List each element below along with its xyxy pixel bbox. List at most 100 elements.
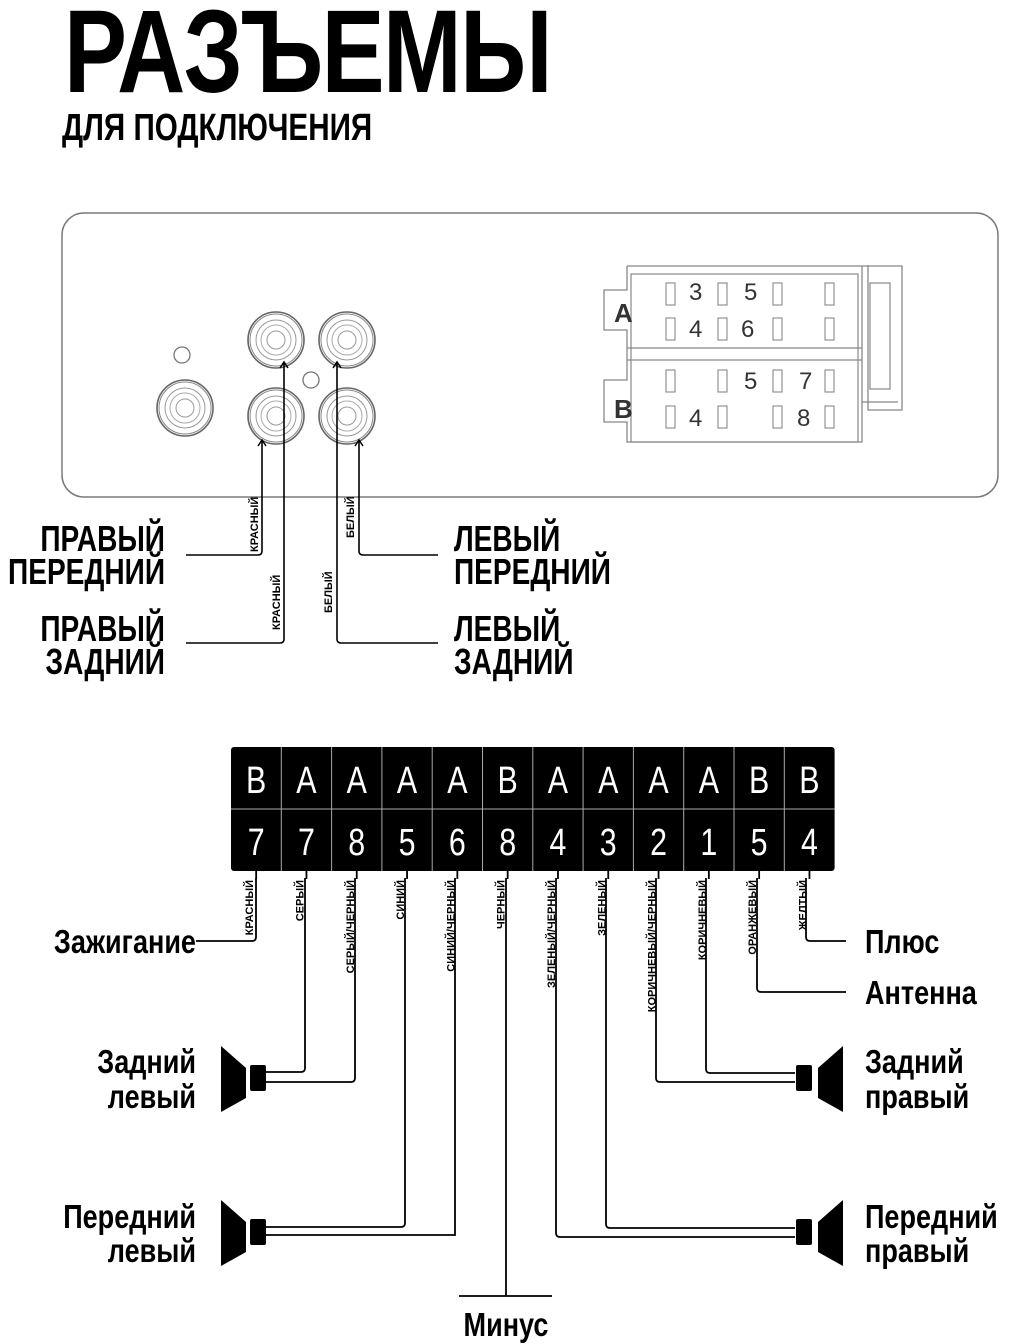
rca-jacks bbox=[156, 311, 376, 445]
rca-ring bbox=[249, 313, 303, 367]
rca-ring bbox=[255, 395, 297, 437]
label-left-rear-2: ЗАДНИЙ bbox=[454, 642, 574, 682]
label-left-front-1: ЛЕВЫЙ bbox=[454, 519, 560, 559]
speaker-magnet bbox=[796, 1065, 812, 1091]
iso-connector: A B 3 5 4 6 5 7 4 8 bbox=[603, 265, 903, 443]
rca-ring bbox=[156, 379, 214, 437]
pin-number: 3 bbox=[600, 822, 617, 864]
row-b-label: B bbox=[614, 394, 633, 424]
label-left-rear-1: ЛЕВЫЙ bbox=[454, 609, 560, 649]
pin-number: 4 bbox=[689, 405, 702, 432]
pin-slot bbox=[772, 405, 783, 429]
pin-number: 7 bbox=[248, 822, 265, 864]
rca-ring bbox=[337, 406, 357, 426]
rca-arrowheads bbox=[257, 360, 364, 447]
wire-label-white: БЕЛЫЙ bbox=[322, 571, 335, 613]
panel-hole bbox=[302, 371, 320, 389]
pin-slot bbox=[824, 405, 835, 429]
label-rear-right-1: Задний bbox=[865, 1045, 964, 1081]
rca-jack bbox=[247, 387, 305, 445]
pin-number: 3 bbox=[689, 279, 702, 306]
wire-routes bbox=[196, 878, 846, 1297]
row-a-label: A bbox=[614, 298, 633, 328]
wire-label-red: КРАСНЫЙ bbox=[248, 497, 261, 552]
pin-row-letter: A bbox=[699, 760, 719, 802]
rca-ring bbox=[337, 330, 357, 350]
pin-number: 4 bbox=[801, 822, 818, 864]
arrowhead bbox=[257, 438, 267, 447]
pin-number: 5 bbox=[751, 822, 768, 864]
pin-slot bbox=[824, 369, 835, 393]
rca-ring bbox=[326, 395, 368, 437]
label-front-right-1: Передний bbox=[865, 1200, 998, 1236]
page-subtitle: ДЛЯ ПОДКЛЮЧЕНИЯ bbox=[62, 107, 373, 149]
pin-slot bbox=[665, 369, 676, 393]
label-ignition: Зажигание bbox=[54, 925, 196, 961]
wire-color-label: СИНИЙ bbox=[394, 880, 407, 920]
route-ignition bbox=[196, 878, 257, 942]
rca-ring bbox=[331, 400, 363, 432]
rca-jack bbox=[247, 311, 305, 369]
pin-number: 5 bbox=[744, 368, 757, 395]
wire-label-red: КРАСНЫЙ bbox=[270, 575, 283, 630]
speaker-front-right bbox=[796, 1200, 843, 1266]
route-front-right-plus bbox=[605, 878, 795, 1229]
arrowhead bbox=[279, 360, 289, 369]
speaker-magnet bbox=[250, 1219, 266, 1245]
pin-row-letter: B bbox=[498, 760, 518, 802]
pin-row-letter: A bbox=[548, 760, 568, 802]
connector-outline bbox=[603, 266, 863, 443]
pin-slot bbox=[717, 369, 728, 393]
label-rear-left-1: Задний bbox=[97, 1045, 196, 1081]
connector-latch bbox=[869, 282, 891, 390]
pin-wires bbox=[255, 871, 811, 879]
leader-right-front bbox=[186, 440, 263, 556]
arrowhead bbox=[354, 438, 364, 447]
pin-slot bbox=[665, 405, 676, 429]
pin-row-letter: B bbox=[246, 760, 266, 802]
wire-color-label: СИНИЙ/ЧЕРНЫЙ bbox=[444, 880, 457, 972]
rca-jack bbox=[318, 311, 376, 369]
wire-color-label: ЧЕРНЫЙ bbox=[495, 880, 508, 929]
pin-slot bbox=[665, 317, 676, 341]
wire-color-label: КОРИЧНЕВЫЙ/ЧЕРНЫЙ bbox=[646, 880, 659, 1012]
rca-ring bbox=[175, 398, 195, 418]
label-front-right-2: правый bbox=[865, 1234, 969, 1270]
rca-ring bbox=[249, 389, 303, 443]
route-front-left-minus bbox=[265, 878, 456, 1236]
rca-ring bbox=[318, 387, 376, 445]
leader-right-rear bbox=[186, 362, 285, 644]
rca-ring bbox=[331, 324, 363, 356]
pin-number: 2 bbox=[650, 822, 667, 864]
pin-slot bbox=[665, 282, 676, 306]
pin-row-letter: A bbox=[648, 760, 668, 802]
speaker-magnet bbox=[796, 1219, 812, 1245]
wire-color-label: ЗЕЛЕНЫЙ bbox=[595, 880, 608, 936]
rca-ring bbox=[260, 400, 292, 432]
pin-slot bbox=[772, 282, 783, 306]
pin-slot bbox=[772, 369, 783, 393]
label-right-rear-2: ЗАДНИЙ bbox=[45, 642, 165, 682]
pin-row-letter: A bbox=[447, 760, 467, 802]
rca-ring bbox=[158, 381, 212, 435]
label-rear-left-2: левый bbox=[108, 1080, 196, 1116]
pin-row-letter: A bbox=[598, 760, 618, 802]
rca-ring bbox=[260, 324, 292, 356]
rca-ring bbox=[320, 313, 374, 367]
label-right-front-2: ПЕРЕДНИЙ bbox=[8, 552, 165, 592]
speaker-icon bbox=[221, 1200, 246, 1266]
pin-slot bbox=[717, 317, 728, 341]
pin-number: 7 bbox=[799, 368, 812, 395]
connector-pins bbox=[665, 282, 835, 429]
wire-color-label: ЗЕЛЕНЫЙ/ЧЕРНЫЙ bbox=[545, 880, 558, 988]
speaker-magnet bbox=[250, 1065, 266, 1091]
pin-slot bbox=[824, 317, 835, 341]
pin-number: 6 bbox=[741, 316, 754, 343]
label-plus: Плюс bbox=[865, 925, 939, 961]
rca-ring bbox=[247, 387, 305, 445]
route-rear-right-plus bbox=[705, 878, 795, 1074]
leader-left-rear bbox=[336, 362, 438, 644]
pin-slot bbox=[772, 317, 783, 341]
